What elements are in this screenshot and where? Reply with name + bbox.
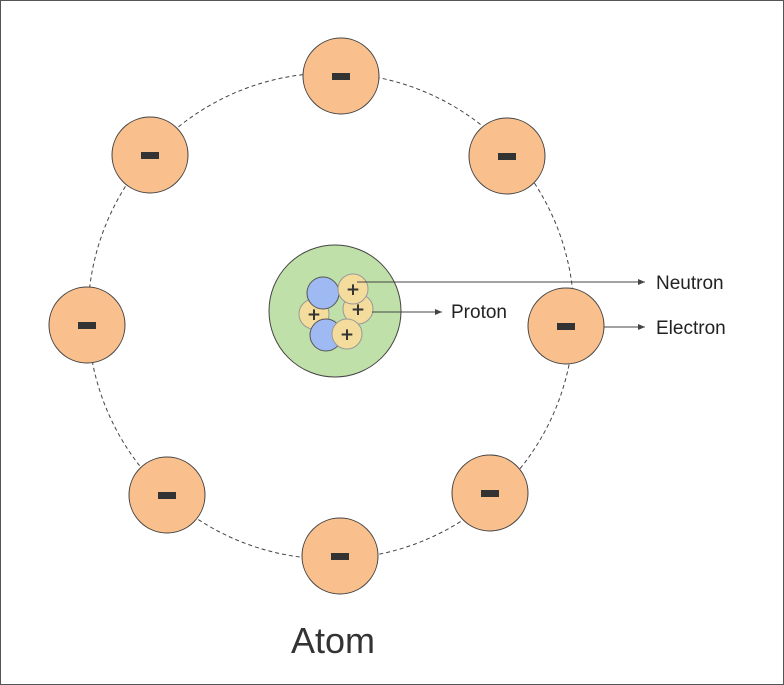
electron [451, 454, 529, 532]
electron [302, 37, 380, 115]
electron [468, 117, 546, 195]
negative-sign-icon [481, 490, 499, 497]
neutron [306, 276, 340, 310]
electron [527, 287, 605, 365]
callout-electron: Electron [604, 318, 726, 339]
negative-sign-icon [331, 553, 349, 560]
electron [128, 456, 206, 534]
callout-proton: Proton [372, 302, 507, 323]
positive-sign-icon: + [307, 305, 321, 325]
nucleus: + + + + [268, 244, 402, 378]
callout-neutron: Neutron [357, 273, 724, 294]
negative-sign-icon [78, 322, 96, 329]
positive-sign-icon: + [346, 280, 360, 300]
electron [111, 116, 189, 194]
positive-sign-icon: + [351, 300, 365, 320]
electron-label: Electron [656, 318, 726, 339]
negative-sign-icon [332, 73, 350, 80]
neutron-label: Neutron [656, 273, 724, 294]
positive-sign-icon: + [340, 325, 354, 345]
negative-sign-icon [498, 153, 516, 160]
negative-sign-icon [557, 323, 575, 330]
proton: + [337, 273, 369, 305]
diagram-caption: Atom [291, 620, 375, 661]
proton: + [331, 318, 363, 350]
proton-label: Proton [451, 302, 507, 323]
negative-sign-icon [141, 152, 159, 159]
electron [48, 286, 126, 364]
electron-shell [48, 37, 605, 595]
nucleus-boundary [268, 244, 402, 378]
electron [301, 517, 379, 595]
negative-sign-icon [158, 492, 176, 499]
